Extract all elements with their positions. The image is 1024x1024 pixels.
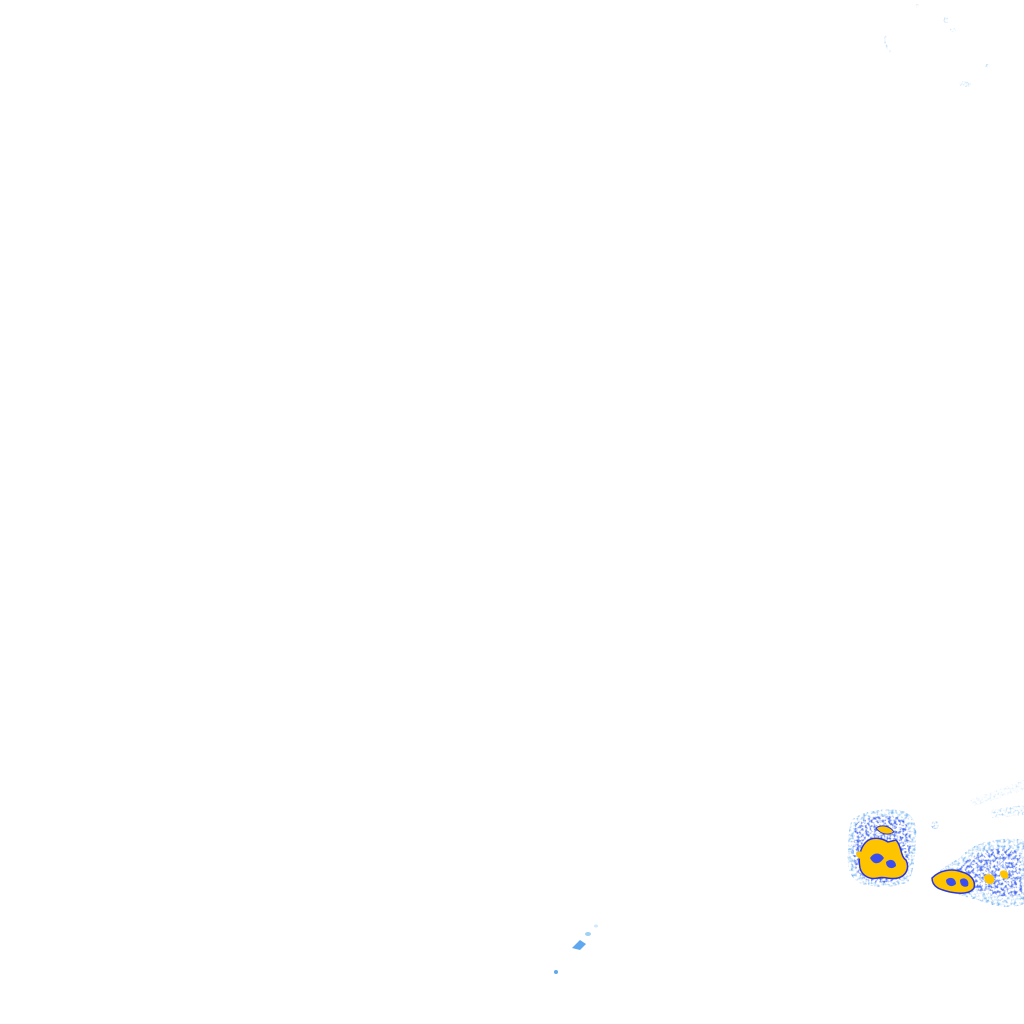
- echo-top-right: [884, 4, 990, 87]
- storm-cell-east: [931, 838, 1024, 907]
- echo-light-streaks: [931, 780, 1024, 829]
- storm-cell-west: [847, 809, 917, 887]
- echo-bottom-center: [554, 924, 598, 974]
